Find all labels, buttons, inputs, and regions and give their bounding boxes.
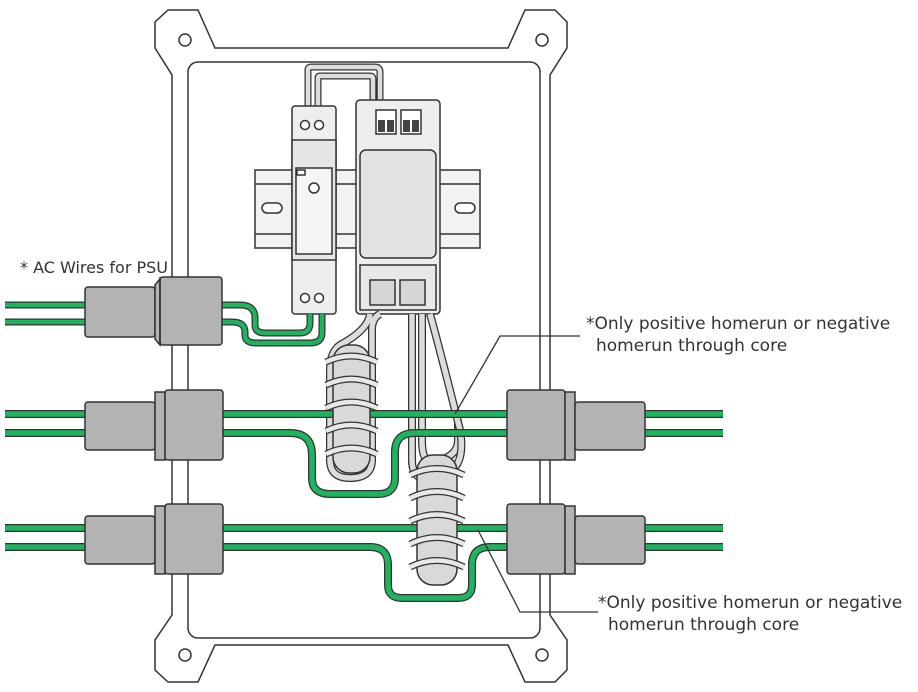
enclosure-inner-outline [187, 61, 541, 639]
ac-wires-text: * AC Wires for PSU [20, 258, 169, 277]
power-supply-unit [291, 105, 337, 315]
core-note-bottom: *Only positive homerun or negative homer… [598, 592, 902, 636]
homerun-wire-row1-looped [5, 429, 723, 498]
cable-gland-row1-left [84, 389, 224, 461]
dc-wires-top [304, 63, 384, 110]
ac-wires-label: * AC Wires for PSU [20, 257, 168, 279]
leader-line-top-note [454, 335, 580, 415]
ferrite-core-upper [324, 344, 379, 474]
core-note-top-line1: *Only positive homerun or negative [586, 314, 891, 334]
mounting-hole-bottom-right [535, 648, 549, 662]
cable-gland-row1-right [506, 389, 646, 461]
leader-line-bottom-note [477, 529, 598, 613]
mounting-hole-top-left [178, 33, 192, 47]
ferrite-core-lower [408, 454, 466, 586]
core-note-bottom-line2: homerun through core [608, 615, 800, 635]
ac-wire-upper [5, 301, 314, 337]
controller-module [355, 99, 441, 315]
mounting-hole-top-right [535, 33, 549, 47]
homerun-wire-row2-looped [5, 543, 723, 602]
mounting-hole-bottom-left [178, 648, 192, 662]
core-note-bottom-line1: *Only positive homerun or negative [598, 593, 903, 613]
core-note-top: *Only positive homerun or negative homer… [586, 313, 890, 357]
ac-wire-lower [5, 314, 326, 347]
cable-gland-ac-left [84, 276, 223, 348]
cable-gland-row2-left [84, 503, 224, 575]
core-note-top-line2: homerun through core [596, 336, 788, 356]
cable-gland-row2-right [506, 503, 646, 575]
